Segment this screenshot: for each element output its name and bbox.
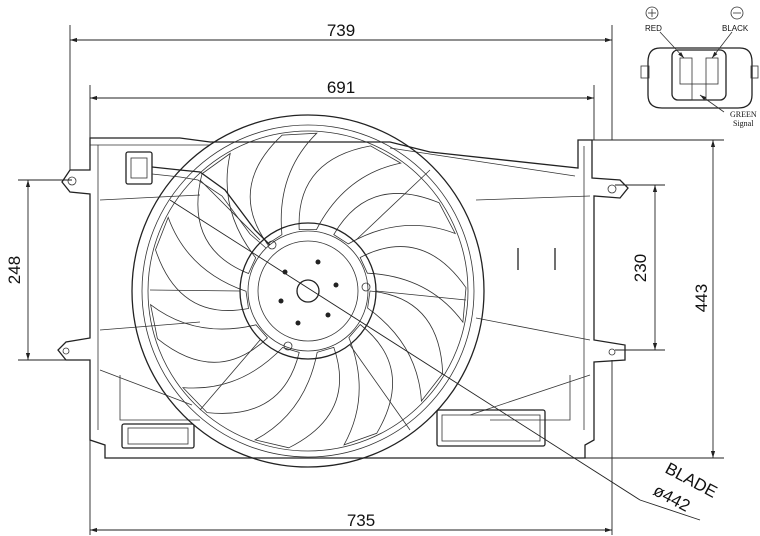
connector-detail <box>640 6 759 113</box>
fan-blade <box>359 246 467 324</box>
fan-blade <box>150 303 268 363</box>
shroud-frame <box>57 137 629 459</box>
green-wire-label: GREEN <box>730 110 757 119</box>
fan-blade <box>333 193 457 245</box>
dimension-right-total-height <box>580 139 724 459</box>
fan-blade <box>367 290 444 403</box>
dim-230-label: 230 <box>631 254 650 282</box>
black-wire-label: BLACK <box>722 24 749 33</box>
dim-739-label: 739 <box>327 21 355 40</box>
fan-blades <box>150 132 467 449</box>
dimension-right-inner-height <box>615 184 665 351</box>
dimension-top-width <box>69 25 613 170</box>
fan-blade <box>253 346 341 449</box>
red-wire-label: RED <box>645 24 662 33</box>
fan-blade <box>249 132 318 245</box>
wire-harness <box>125 151 271 249</box>
dim-443-label: 443 <box>692 284 711 312</box>
fan-blade <box>155 216 249 311</box>
dimension-bottom-width <box>89 360 613 535</box>
dim-691-label: 691 <box>327 78 355 97</box>
dimension-left-height <box>18 179 72 361</box>
fan-ring <box>131 114 485 468</box>
signal-wire-label: Signal <box>733 119 754 128</box>
fan-blade <box>181 347 300 414</box>
fan-hub <box>239 222 377 360</box>
dim-248-label: 248 <box>5 256 24 284</box>
blade-diameter-leader <box>169 199 701 521</box>
fan-blade <box>197 152 257 275</box>
dimension-inner-width <box>89 85 595 140</box>
fan-blade <box>298 145 402 230</box>
motor-struts <box>149 169 467 431</box>
dim-735-label: 735 <box>347 511 375 530</box>
fan-blade <box>343 323 393 446</box>
